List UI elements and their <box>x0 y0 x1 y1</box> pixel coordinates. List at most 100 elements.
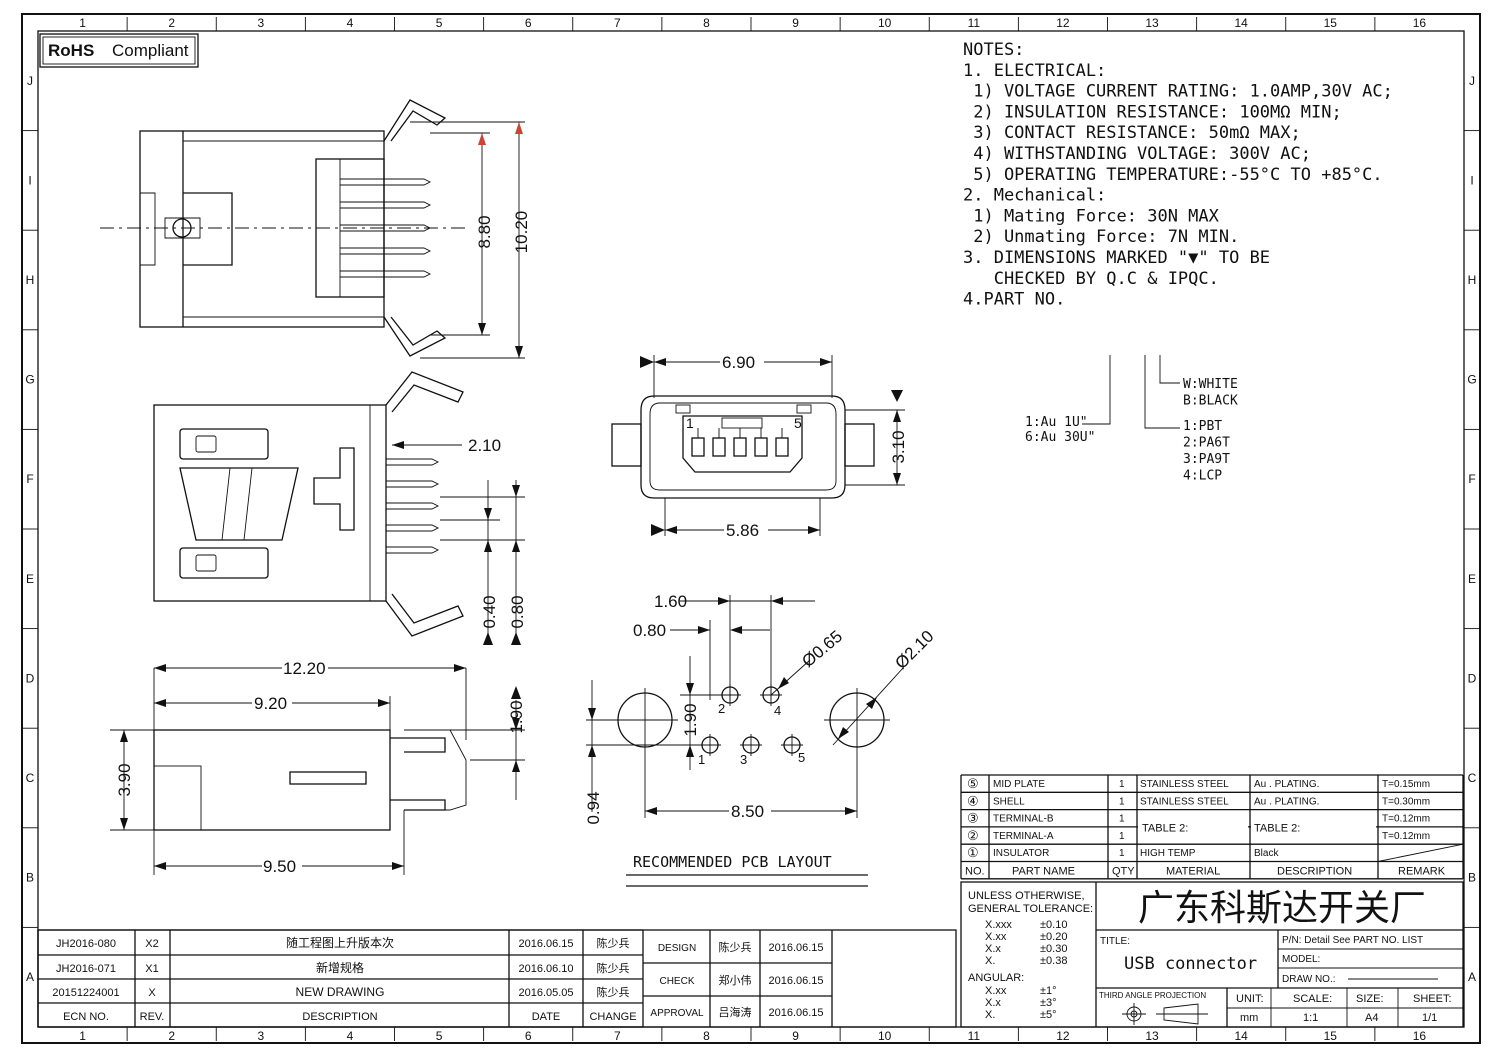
bom-no: ⑤ <box>967 776 979 791</box>
rev-changed-by: 陈少兵 <box>597 985 630 999</box>
note-line: 1. ELECTRICAL: <box>963 61 1106 81</box>
size-label: SIZE: <box>1356 993 1384 1005</box>
pcb-pin-label: 4 <box>774 703 781 718</box>
note-line: CHECKED BY Q.C & IPQC. <box>963 269 1219 289</box>
top-view <box>100 99 470 357</box>
bom-header-no: NO. <box>965 866 985 878</box>
approval-name: 吕海涛 <box>719 1005 752 1019</box>
bom-qty: 1 <box>1119 779 1125 790</box>
grid-row-right: I <box>1470 173 1473 187</box>
note-line: 1) VOLTAGE CURRENT RATING: 1.0AMP,30V AC… <box>963 82 1393 102</box>
grid-col-top: 9 <box>792 16 799 30</box>
bottom-view <box>153 371 464 637</box>
bom-remark: T=0.30mm <box>1382 796 1430 807</box>
bom-header-description: DESCRIPTION <box>1277 866 1352 878</box>
rev-version: X <box>148 987 156 999</box>
rev-header-change: CHANGE <box>589 1011 636 1023</box>
rev-ecn: JH2016-071 <box>56 963 116 975</box>
bom-table2-description: TABLE 2: <box>1254 823 1300 835</box>
material-option: 3:PA9T <box>1183 452 1230 467</box>
grid-col-top: 7 <box>614 16 621 30</box>
bom-remark: T=0.12mm <box>1382 814 1430 825</box>
grid-row-right: B <box>1468 871 1476 885</box>
color-option: W:WHITE <box>1183 377 1238 392</box>
rev-ecn: 20151224001 <box>52 987 119 999</box>
outer-border <box>21 13 1481 1044</box>
grid-row-left: A <box>26 970 34 984</box>
grid-col-bottom: 1 <box>79 1029 86 1043</box>
rev-header-ecn: ECN NO. <box>63 1011 109 1023</box>
grid-col-bottom: 2 <box>168 1029 175 1043</box>
tol-linear-value: ±0.10 <box>1040 919 1067 931</box>
rev-version: X1 <box>145 963 158 975</box>
bom-material: HIGH TEMP <box>1140 848 1196 859</box>
grid-col-bottom: 16 <box>1413 1029 1427 1043</box>
grid-row-left: C <box>26 771 35 785</box>
grid-col-bottom: 15 <box>1324 1029 1338 1043</box>
rev-ecn: JH2016-080 <box>56 938 116 950</box>
note-line: 1) Mating Force: 30N MAX <box>963 206 1220 226</box>
bom-description: Black <box>1254 848 1279 859</box>
grid-col-bottom: 4 <box>347 1029 354 1043</box>
approval-name: 陈少兵 <box>719 940 752 954</box>
grid-row-right: C <box>1468 771 1477 785</box>
tol-angular-value: ±3° <box>1040 997 1057 1009</box>
grid-col-bottom: 7 <box>614 1029 621 1043</box>
rohs-text: Compliant <box>112 41 189 60</box>
front-view <box>611 395 875 499</box>
grid-row-left: H <box>26 273 35 287</box>
sheet-value: 1/1 <box>1422 1012 1437 1024</box>
rev-date: 2016.05.05 <box>518 987 573 999</box>
tol-linear-value: ±0.30 <box>1040 943 1067 955</box>
bom-remark: T=0.12mm <box>1382 831 1430 842</box>
approval-date: 2016.06.15 <box>768 1007 823 1019</box>
title-block: UNLESS OTHERWISE,GENERAL TOLERANCE:X.xxx… <box>960 881 1464 1028</box>
drawing-title: USB connector <box>1124 954 1257 974</box>
projection-label: THIRD ANGLE PROJECTION <box>1099 991 1206 1000</box>
bom-part-name: INSULATOR <box>993 848 1049 859</box>
dim-880: 8.80 <box>475 215 494 248</box>
tol-linear-value: ±0.20 <box>1040 931 1067 943</box>
rev-changed-by: 陈少兵 <box>597 961 630 975</box>
grid-col-top: 16 <box>1413 16 1427 30</box>
grid-row-left: G <box>25 373 34 387</box>
dim-690: 6.90 <box>722 353 755 372</box>
bom-qty: 1 <box>1119 796 1125 807</box>
grid-col-top: 1 <box>79 16 86 30</box>
grid-row-right: D <box>1468 671 1477 685</box>
approval-date: 2016.06.15 <box>768 975 823 987</box>
pcb-pin-label: 1 <box>698 752 705 767</box>
grid-col-bottom: 6 <box>525 1029 532 1043</box>
grid-row-right: A <box>1468 970 1476 984</box>
bom-qty: 1 <box>1119 814 1125 825</box>
bom-table2-material: TABLE 2: <box>1142 823 1188 835</box>
rev-description: 新增规格 <box>316 960 364 975</box>
dim-390: 3.90 <box>115 763 134 796</box>
rev-header-date: DATE <box>532 1011 561 1023</box>
side-view <box>153 729 467 831</box>
grid-row-right: F <box>1468 472 1475 486</box>
dim-950: 9.50 <box>263 857 296 876</box>
tol-linear-key: X.xx <box>985 931 1007 943</box>
rev-description: NEW DRAWING <box>296 985 385 999</box>
material-option: 2:PA6T <box>1183 436 1230 451</box>
tol-angular-key: X.xx <box>985 985 1007 997</box>
bom-no: ③ <box>967 811 979 826</box>
grid-row-right: G <box>1467 373 1476 387</box>
grid-col-top: 4 <box>347 16 354 30</box>
model-label: MODEL: <box>1282 954 1320 965</box>
tolerance-title: UNLESS OTHERWISE, <box>968 890 1085 902</box>
bom-no: ④ <box>967 793 979 808</box>
pcb-layout-title: RECOMMENDED PCB LAYOUT <box>633 853 832 871</box>
grid-row-right: E <box>1468 572 1476 586</box>
notes: NOTES:1. ELECTRICAL: 1) VOLTAGE CURRENT … <box>963 40 1393 310</box>
size-value: A4 <box>1365 1012 1378 1024</box>
bom-material: STAINLESS STEEL <box>1140 779 1229 790</box>
grid-col-top: 5 <box>436 16 443 30</box>
bom-part-name: TERMINAL-B <box>993 814 1054 825</box>
grid-row-left: D <box>26 671 35 685</box>
pcb-pin-label: 2 <box>718 701 725 716</box>
dim-094: 0.94 <box>584 791 603 824</box>
dim-190b: 1.90 <box>681 703 700 736</box>
